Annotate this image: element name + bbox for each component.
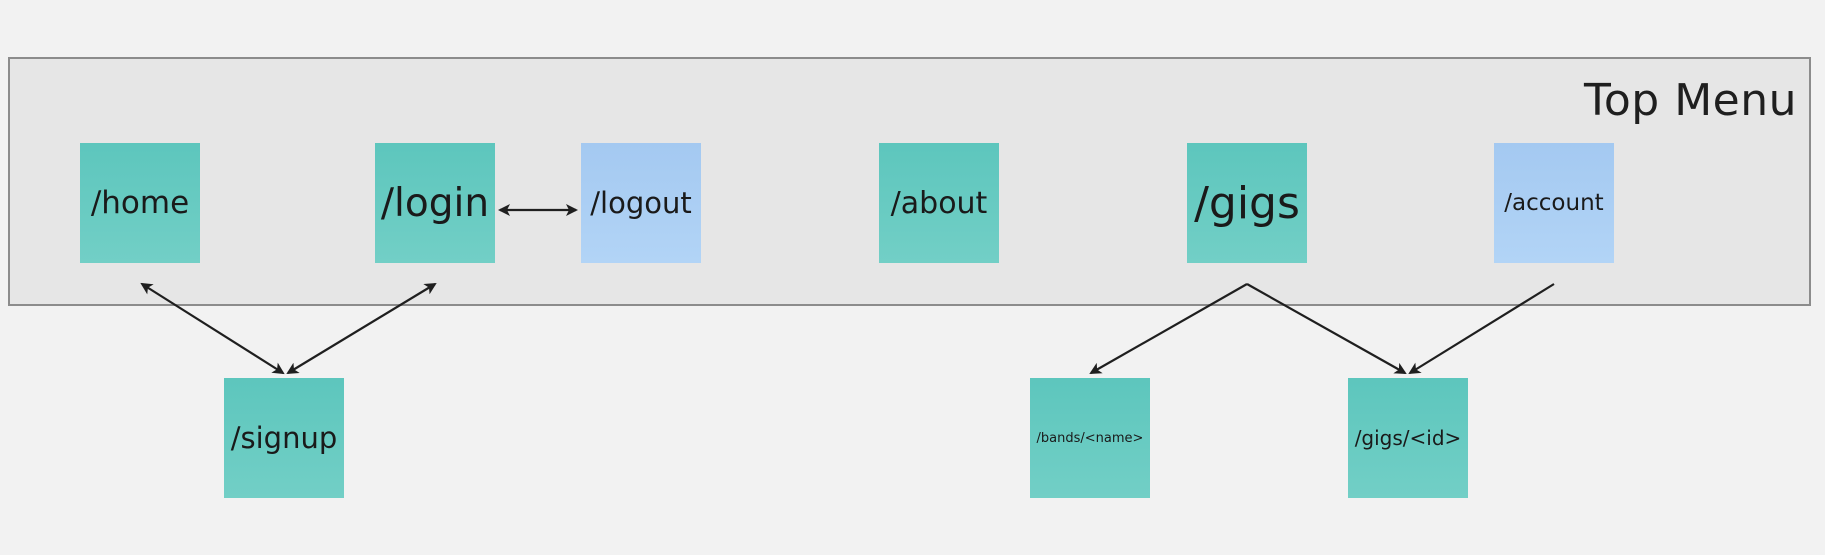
note-label: /bands/<name> [1036, 430, 1144, 446]
sticky-note-logout[interactable]: /logout [581, 143, 701, 263]
note-label: /login [380, 180, 490, 226]
sticky-note-gigs-id[interactable]: /gigs/<id> [1348, 378, 1468, 498]
note-label: /logout [590, 186, 692, 220]
sticky-note-home[interactable]: /home [80, 143, 200, 263]
sticky-note-about[interactable]: /about [879, 143, 999, 263]
note-label: /home [90, 185, 190, 221]
note-label: /account [1504, 190, 1604, 216]
note-label: /gigs [1194, 177, 1300, 229]
note-label: /about [890, 185, 988, 221]
sticky-note-bands-name[interactable]: /bands/<name> [1030, 378, 1150, 498]
note-label: /gigs/<id> [1354, 426, 1462, 450]
frame-title: Top Menu [1583, 75, 1797, 126]
note-label: /signup [230, 421, 338, 455]
sticky-note-signup[interactable]: /signup [224, 378, 344, 498]
sticky-note-gigs[interactable]: /gigs [1187, 143, 1307, 263]
sticky-note-account[interactable]: /account [1494, 143, 1614, 263]
sticky-note-login[interactable]: /login [375, 143, 495, 263]
